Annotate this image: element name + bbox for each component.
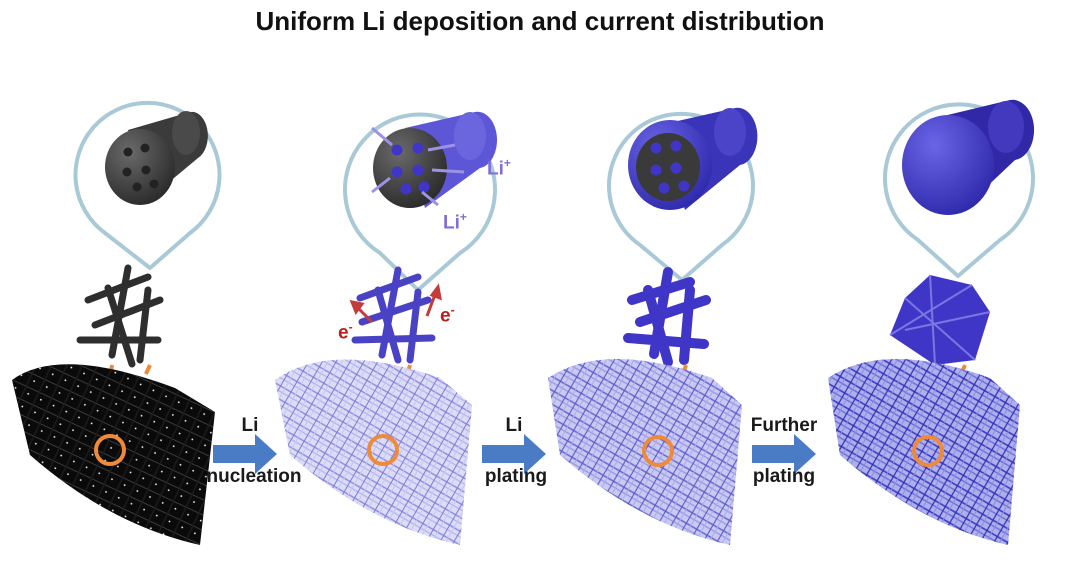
li-ion-label-lower: Li+ [443, 210, 467, 234]
electrode-mesh-nucleated [275, 359, 472, 545]
electron-charge: - [349, 320, 353, 334]
step-1-label-top: Li [190, 415, 310, 437]
fiber-network-plated [628, 272, 706, 362]
li-ion-label-upper: Li+ [487, 156, 511, 180]
step-2-label-bottom: plating [456, 466, 576, 488]
step-2-label-top: Li [454, 415, 574, 437]
panel-1-pristine-host [12, 103, 220, 545]
step-3-label-bottom: plating [724, 466, 844, 488]
electrode-mesh-pristine [12, 364, 215, 545]
li-ion-symbol: Li [443, 212, 460, 233]
electron-symbol: e [440, 305, 451, 326]
li-ion-symbol: Li [487, 158, 504, 179]
electrode-mesh-further-plated [828, 359, 1020, 545]
panel-4-further-plating [828, 100, 1034, 545]
li-ion-charge: + [504, 156, 511, 170]
fiber-network-gray [80, 268, 160, 364]
step-3-label-top: Further [724, 415, 844, 437]
step-1-label-bottom: nucleation [194, 466, 314, 488]
fiber-network-encapsulated [890, 275, 990, 365]
electron-label-left: e- [338, 320, 353, 344]
li-ion-charge: + [460, 210, 467, 224]
electron-charge: - [451, 303, 455, 317]
electron-label-right: e- [440, 303, 455, 327]
electron-symbol: e [338, 322, 349, 343]
